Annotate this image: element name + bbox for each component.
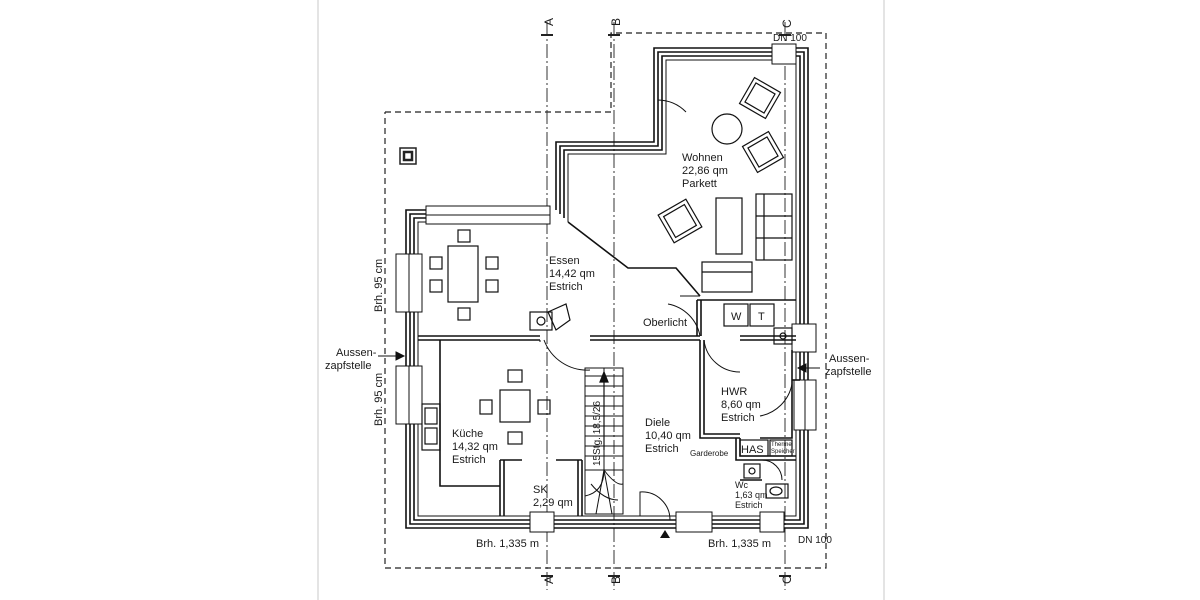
stair-label: 15Stg. 18,5/26 xyxy=(592,401,603,466)
garderobe-label: Garderobe xyxy=(690,449,729,458)
room-essen-name: Essen xyxy=(549,255,580,267)
washer-label: W xyxy=(731,311,742,323)
section-mark-a-top: A xyxy=(542,18,556,26)
speicher-label: Speicher xyxy=(771,449,795,455)
living-furniture xyxy=(657,76,793,293)
utility-boxes xyxy=(739,439,793,457)
laundry-appliances xyxy=(723,303,775,327)
brh-left-bottom-label: Brh. 95 cm xyxy=(373,373,385,426)
room-hwr-area: 8,60 qm xyxy=(721,399,761,411)
section-mark-c-top: C xyxy=(780,19,794,28)
room-wc-floor: Estrich xyxy=(735,500,763,510)
aussen-left-line1: Aussen- xyxy=(336,347,377,359)
entrance-marker-icon xyxy=(660,530,670,538)
has-label: HAS xyxy=(741,444,764,456)
brh-bottom-right-label: Brh. 1,335 m xyxy=(708,538,771,550)
section-mark-a-bottom: A xyxy=(542,576,556,584)
room-wohnen-area: 22,86 qm xyxy=(682,165,728,177)
dashed-outline xyxy=(384,32,827,569)
room-kueche-name: Küche xyxy=(452,428,483,440)
windows xyxy=(395,43,817,533)
aussen-right-line1: Aussen- xyxy=(829,353,870,365)
dryer-label: T xyxy=(758,311,765,323)
kitchen-sink xyxy=(421,403,441,451)
room-essen-floor: Estrich xyxy=(549,281,583,293)
aussen-left-line2: zapfstelle xyxy=(325,360,371,372)
dn-bottom-label: DN 100 xyxy=(798,535,832,546)
brh-bottom-left-label: Brh. 1,335 m xyxy=(476,538,539,550)
room-diele-name: Diele xyxy=(645,417,670,429)
room-diele-area: 10,40 qm xyxy=(645,430,691,442)
room-hwr-floor: Estrich xyxy=(721,412,755,424)
dn-top-label: DN 100 xyxy=(773,33,807,44)
stove-icon xyxy=(529,303,571,331)
room-diele-floor: Estrich xyxy=(645,443,679,455)
room-wohnen-name: Wohnen xyxy=(682,152,723,164)
room-wohnen-floor: Parkett xyxy=(682,178,717,190)
oberlicht-label: Oberlicht xyxy=(643,317,687,329)
section-mark-c-bottom: C xyxy=(780,575,794,584)
room-kueche-area: 14,32 qm xyxy=(452,441,498,453)
chimney-icon xyxy=(399,147,417,165)
tap-markers xyxy=(378,351,820,373)
section-mark-b-bottom: B xyxy=(609,576,623,584)
doors xyxy=(539,99,793,521)
stair-arrow-icon xyxy=(599,370,609,450)
interior-walls xyxy=(418,221,800,516)
room-sk-area: 2,29 qm xyxy=(533,497,573,509)
section-axis-lines xyxy=(546,22,786,590)
room-hwr-name: HWR xyxy=(721,386,747,398)
utility-sink xyxy=(773,327,793,345)
room-wc-name: Wc xyxy=(735,480,748,490)
therme-label: Therme xyxy=(771,442,792,448)
wc-fixtures xyxy=(743,463,789,499)
kitchen-table xyxy=(479,369,551,445)
room-kueche-floor: Estrich xyxy=(452,454,486,466)
room-sk-name: SK xyxy=(533,484,548,496)
room-wc-area: 1,63 qm xyxy=(735,490,768,500)
room-essen-area: 14,42 qm xyxy=(549,268,595,280)
staircase xyxy=(584,367,624,515)
exterior-walls xyxy=(405,47,809,529)
aussen-right-line2: zapfstelle xyxy=(825,366,871,378)
dining-table xyxy=(429,229,499,321)
section-mark-b-top: B xyxy=(609,18,623,26)
section-axis-ticks xyxy=(541,34,791,577)
brh-left-top-label: Brh. 95 cm xyxy=(373,259,385,312)
